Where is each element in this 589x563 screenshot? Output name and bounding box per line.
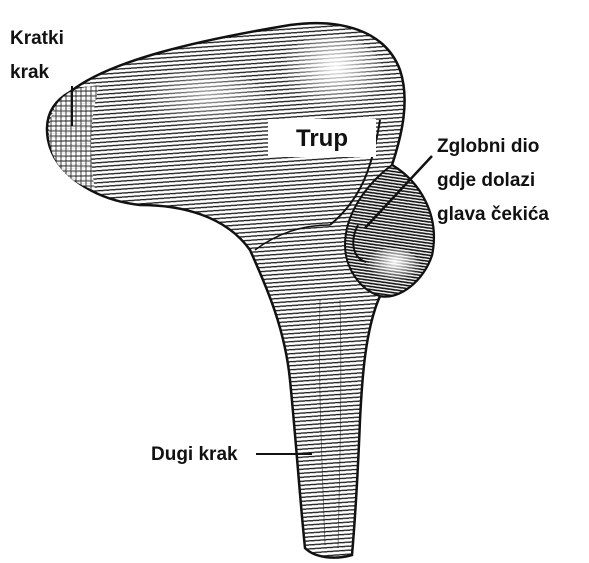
label-joint-line2: gdje dolazi: [437, 170, 535, 191]
label-body-text: Trup: [296, 125, 348, 152]
label-joint-line3: glava čekića: [437, 204, 549, 225]
label-long-process-text: Dugi krak: [151, 444, 238, 465]
incus-bone: [47, 23, 434, 558]
label-short-process-line2: krak: [10, 62, 50, 83]
label-joint-line1: Zglobni dio: [437, 136, 539, 157]
label-body: Trup: [268, 119, 376, 157]
label-long-process: Dugi krak: [151, 444, 312, 465]
label-short-process-line1: Kratki: [10, 28, 64, 49]
